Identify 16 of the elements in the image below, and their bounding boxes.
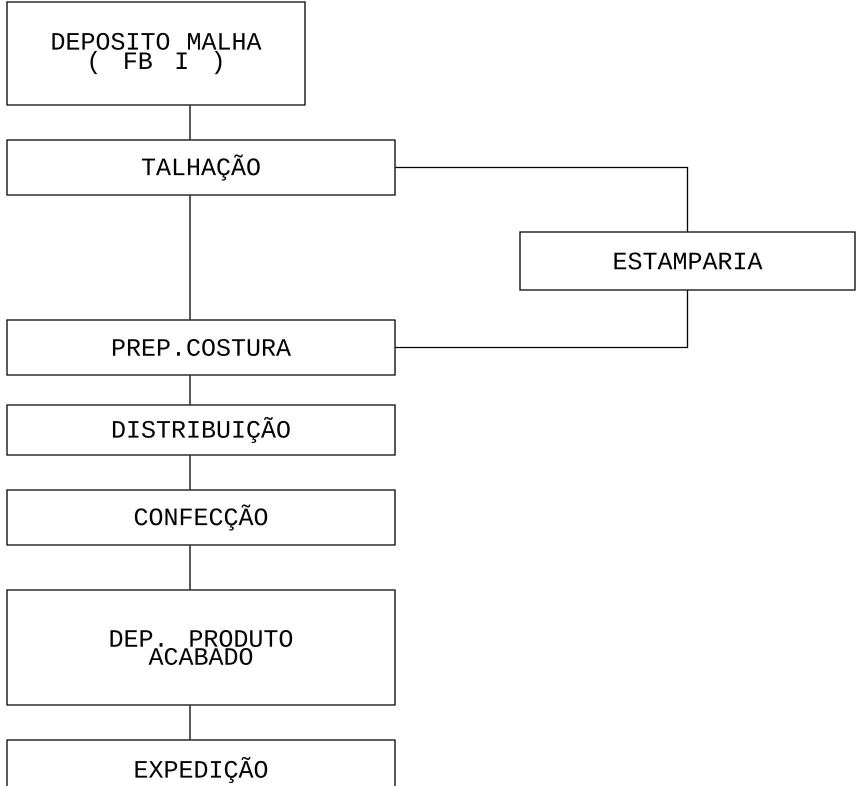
connector-line bbox=[189, 376, 191, 404]
connector-line bbox=[189, 546, 191, 590]
process-box: CONFECÇÃO bbox=[6, 489, 396, 546]
process-box: PREP.COSTURA bbox=[6, 319, 396, 376]
connector-line bbox=[189, 106, 191, 140]
process-box: DEP. PRODUTO ACABADO bbox=[6, 589, 396, 706]
connector-line bbox=[189, 196, 191, 320]
process-box: DEPOSITO MALHA ( FB I ) bbox=[6, 1, 306, 106]
process-box: ESTAMPARIA bbox=[519, 231, 856, 291]
connector-line bbox=[396, 290, 688, 348]
connector-line bbox=[396, 166, 688, 232]
process-box: DISTRIBUIÇÃO bbox=[6, 404, 396, 456]
connector-line bbox=[189, 456, 191, 490]
connector-line bbox=[189, 706, 191, 740]
process-box: TALHAÇÃO bbox=[6, 139, 396, 196]
process-box: EXPEDIÇÃO bbox=[6, 739, 396, 786]
